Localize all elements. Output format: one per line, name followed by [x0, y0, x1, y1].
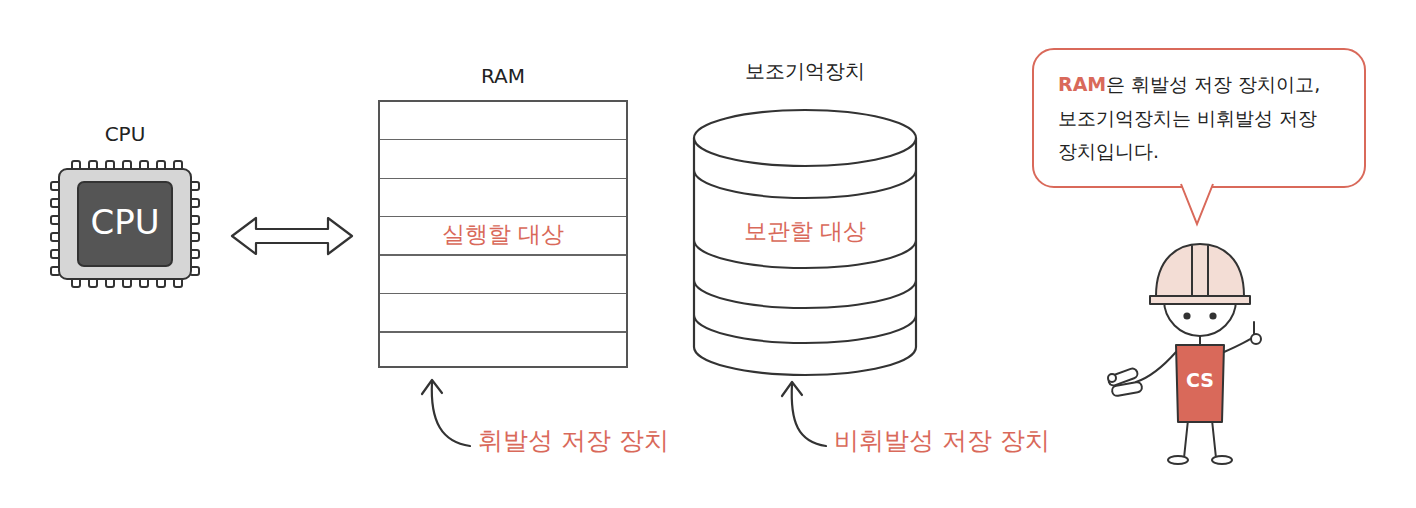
storage-cylinder: 보조기억장치보관할 대상	[692, 108, 918, 380]
speech-bubble: RAM은 휘발성 저장 장치이고, 보조기억장치는 비휘발성 저장 장치입니다.	[1032, 48, 1366, 188]
tail-fill	[1180, 181, 1214, 223]
shirt-label: CS	[1186, 369, 1214, 391]
heading: 보조기억장치	[632, 58, 978, 85]
tail-line	[1181, 184, 1213, 224]
volatile-label: 휘발성 저장 장치	[478, 424, 669, 457]
ram-block: RAM실행할 대상	[378, 100, 628, 368]
heading: CPU	[0, 122, 260, 146]
chip-label: CPU	[50, 202, 200, 242]
nonvolatile-label: 비휘발성 저장 장치	[834, 424, 1050, 457]
heading: RAM	[320, 64, 686, 88]
highlight-word: RAM	[1058, 73, 1106, 95]
double-arrow	[232, 218, 352, 254]
storage-label: 보관할 대상	[692, 216, 918, 247]
ram-label: 실행할 대상	[380, 219, 626, 250]
leader-line	[432, 382, 470, 446]
cylinder-top	[694, 110, 916, 166]
bubble-text: RAM은 휘발성 저장 장치이고, 보조기억장치는 비휘발성 저장 장치입니다.	[1058, 68, 1340, 168]
cylinder-body	[694, 138, 916, 375]
cylinder-band	[694, 315, 916, 343]
chip-pins	[51, 161, 199, 287]
leader-line	[792, 384, 826, 446]
leader-head	[422, 380, 442, 394]
cpu-chip: CPUCPU	[50, 160, 200, 288]
bubble-tail	[1180, 184, 1214, 230]
cylinder-band	[694, 240, 916, 268]
character	[1107, 244, 1261, 464]
cylinder-band	[694, 280, 916, 308]
cylinder-band	[694, 170, 916, 198]
leader-head	[782, 382, 802, 396]
